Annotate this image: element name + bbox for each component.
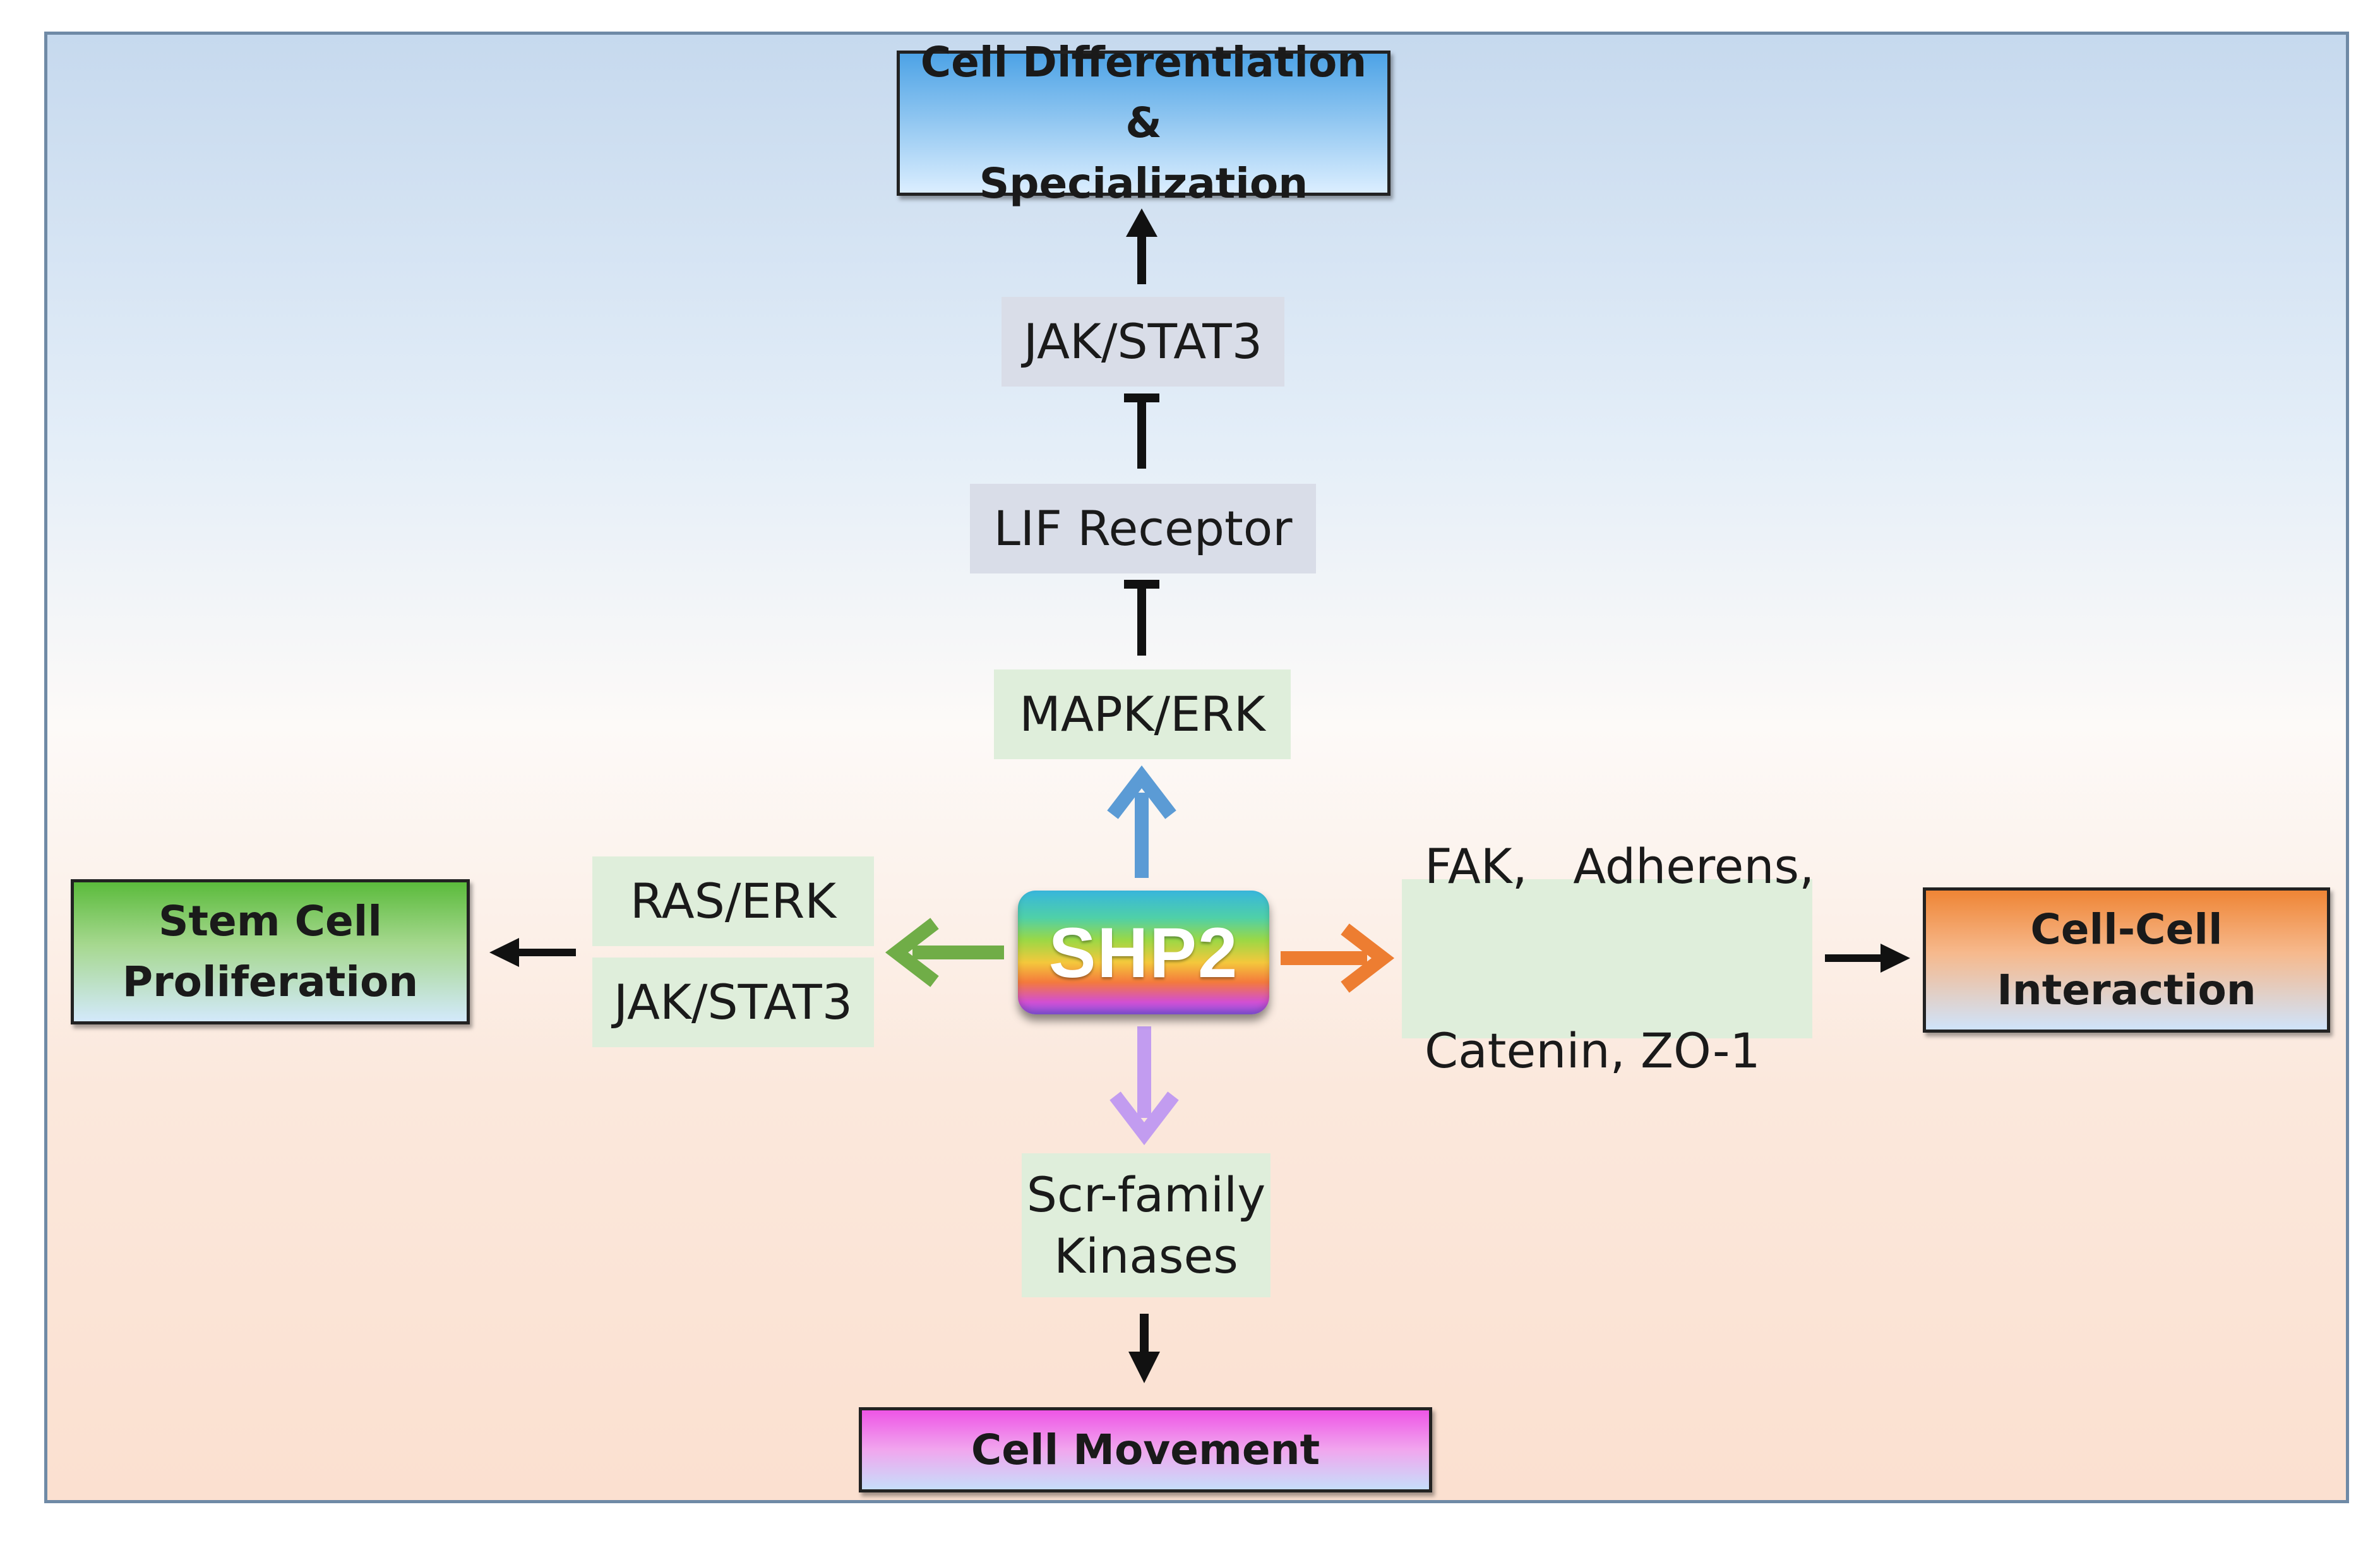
arrow-ras-to-proliferation <box>489 938 576 967</box>
outcome-cell-movement: Cell Movement <box>859 1407 1432 1492</box>
arrow-fak-to-interaction <box>1825 944 1910 973</box>
outcome-top-line-2: Specialization <box>979 159 1308 208</box>
jak-stat3-top-label: JAK/STAT3 <box>1023 313 1263 370</box>
pathway-mapk-erk: MAPK/ERK <box>994 669 1291 759</box>
outcome-cell-differentiation: Cell Differentiation & Specialization <box>897 38 1390 208</box>
down-arrow-shp2-to-scr <box>1109 1026 1179 1146</box>
fak-line-2: Catenin, ZO-1 <box>1425 1023 1761 1079</box>
outcome-cell-cell-interaction: Cell-Cell Interaction <box>1923 887 2330 1033</box>
lif-receptor-label: LIF Receptor <box>993 500 1293 557</box>
pathway-ras-erk: RAS/ERK <box>592 856 874 946</box>
jak-stat3-left-label: JAK/STAT3 <box>613 974 853 1031</box>
outcome-bottom-label: Cell Movement <box>971 1425 1320 1474</box>
arrow-jak-to-differentiation <box>1126 208 1157 284</box>
outcome-right-line-1: Cell-Cell <box>2030 905 2223 954</box>
scr-line-1: Scr-family <box>1026 1166 1266 1223</box>
pathway-lif-receptor: LIF Receptor <box>970 484 1316 573</box>
ras-erk-label: RAS/ERK <box>630 873 837 930</box>
right-arrow-shp2-to-fak <box>1281 923 1395 993</box>
scr-line-2: Kinases <box>1054 1228 1238 1284</box>
fak-line-1: FAK, Adherens, <box>1425 838 1815 895</box>
mapk-erk-label: MAPK/ERK <box>1019 686 1265 743</box>
outcome-left-line-1: Stem Cell <box>158 897 383 946</box>
pathway-scr-family-kinases: Scr-family Kinases <box>1022 1153 1271 1297</box>
shp2-label: SHP2 <box>1048 913 1239 992</box>
pathway-jak-stat3-left: JAK/STAT3 <box>592 958 874 1047</box>
inhibit-lif-to-jak <box>1124 393 1159 469</box>
shp2-center-node: SHP2 <box>1018 891 1269 1014</box>
outcome-stem-cell-proliferation: Stem Cell Proliferation <box>71 879 470 1024</box>
outcome-top-line-1: Cell Differentiation & <box>920 38 1367 148</box>
outcome-left-line-2: Proliferation <box>122 958 419 1006</box>
pathway-fak-adherens-catenin-zo1: FAK, Adherens, Catenin, ZO-1 <box>1402 838 1814 1079</box>
arrow-scr-to-movement <box>1128 1314 1160 1383</box>
inhibit-mapk-to-lif <box>1124 580 1159 656</box>
left-arrow-shp2-to-ras <box>885 918 1004 987</box>
pathway-jak-stat3-top: JAK/STAT3 <box>1002 297 1284 387</box>
outcome-right-line-2: Interaction <box>1997 966 2256 1014</box>
up-arrow-shp2-to-mapk <box>1107 765 1176 878</box>
